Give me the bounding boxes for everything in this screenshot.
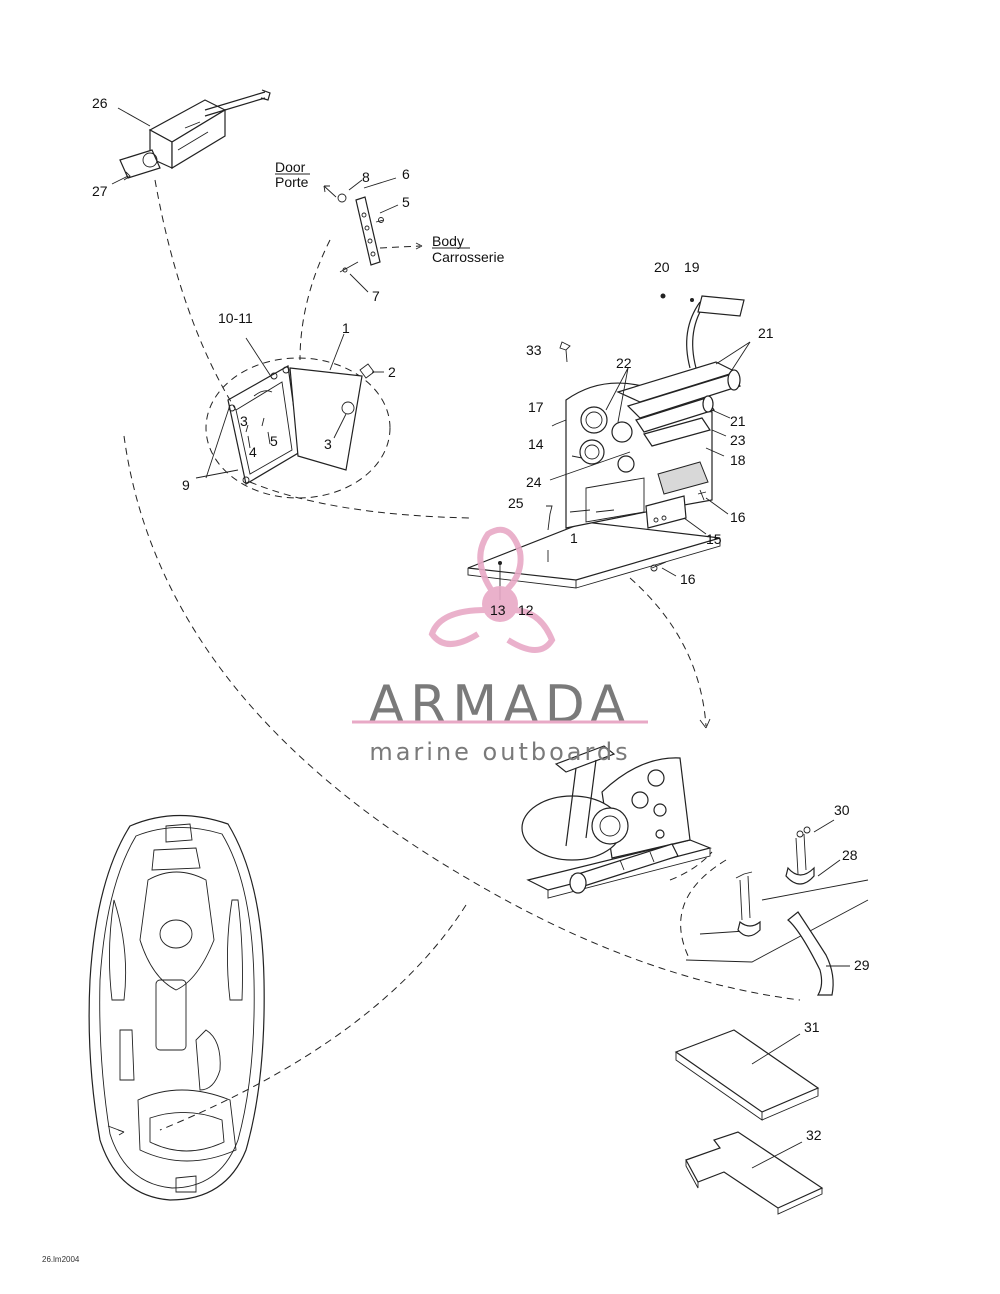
- callout-25: 25: [508, 495, 524, 511]
- callout-33: 33: [526, 342, 542, 358]
- body-label: Body: [432, 233, 464, 249]
- callout-3-latch: 3: [240, 413, 248, 429]
- callout-3-door: 3: [324, 436, 332, 452]
- leader-arc-right: [159, 904, 467, 1131]
- callout-13: 13: [490, 602, 506, 618]
- watermark-brand: ARMADA: [369, 675, 632, 735]
- callout-22: 22: [616, 355, 632, 371]
- pads: [674, 1029, 824, 1215]
- door-hinge: [323, 177, 423, 293]
- callout-24: 24: [526, 474, 542, 490]
- callout-20: 20: [654, 259, 670, 275]
- figure-code: 26.lm2004: [42, 1255, 80, 1264]
- callout-8: 8: [362, 169, 370, 185]
- callout-6: 6: [402, 166, 410, 182]
- propeller-logo-icon: [428, 526, 556, 653]
- callout-26: 26: [92, 95, 108, 111]
- callout-15: 15: [706, 531, 722, 547]
- callout-10-11: 10-11: [218, 310, 253, 326]
- callout-16-top: 16: [730, 509, 746, 525]
- hose-bracket-detail: [669, 819, 869, 996]
- callout-7: 7: [372, 288, 380, 304]
- callout-28: 28: [842, 847, 858, 863]
- callout-5-door: 5: [270, 433, 278, 449]
- callout-21-mid: 21: [730, 413, 746, 429]
- latch-assembly: [111, 89, 271, 185]
- door-label: Door: [275, 159, 306, 175]
- armada-watermark: ARMADA marine outboards: [352, 526, 648, 766]
- watermark-tagline: marine outboards: [369, 738, 630, 766]
- callout-14: 14: [528, 436, 544, 452]
- callout-29: 29: [854, 957, 870, 973]
- callout-21-top: 21: [758, 325, 774, 341]
- callout-18: 18: [730, 452, 746, 468]
- console-assembly: [467, 293, 751, 729]
- callout-2: 2: [388, 364, 396, 380]
- callout-17: 17: [528, 399, 544, 415]
- callout-30: 30: [834, 802, 850, 818]
- assembled-console-view: [521, 745, 712, 899]
- callout-9: 9: [182, 477, 190, 493]
- callout-4: 4: [249, 444, 257, 460]
- storage-door-detail: [154, 179, 471, 519]
- callout-27: 27: [92, 183, 108, 199]
- callout-12: 12: [518, 602, 534, 618]
- hull-top-view: [88, 814, 265, 1201]
- callout-5-hinge: 5: [402, 194, 410, 210]
- callout-19: 19: [684, 259, 700, 275]
- callout-16-bottom: 16: [680, 571, 696, 587]
- callout-23: 23: [730, 432, 746, 448]
- callout-32: 32: [806, 1127, 822, 1143]
- porte-label: Porte: [275, 174, 309, 190]
- callout-1-door: 1: [342, 320, 350, 336]
- callout-1-console: 1: [570, 530, 578, 546]
- carrosserie-label: Carrosserie: [432, 249, 505, 265]
- callout-31: 31: [804, 1019, 820, 1035]
- leader-arc-left: [123, 435, 801, 1001]
